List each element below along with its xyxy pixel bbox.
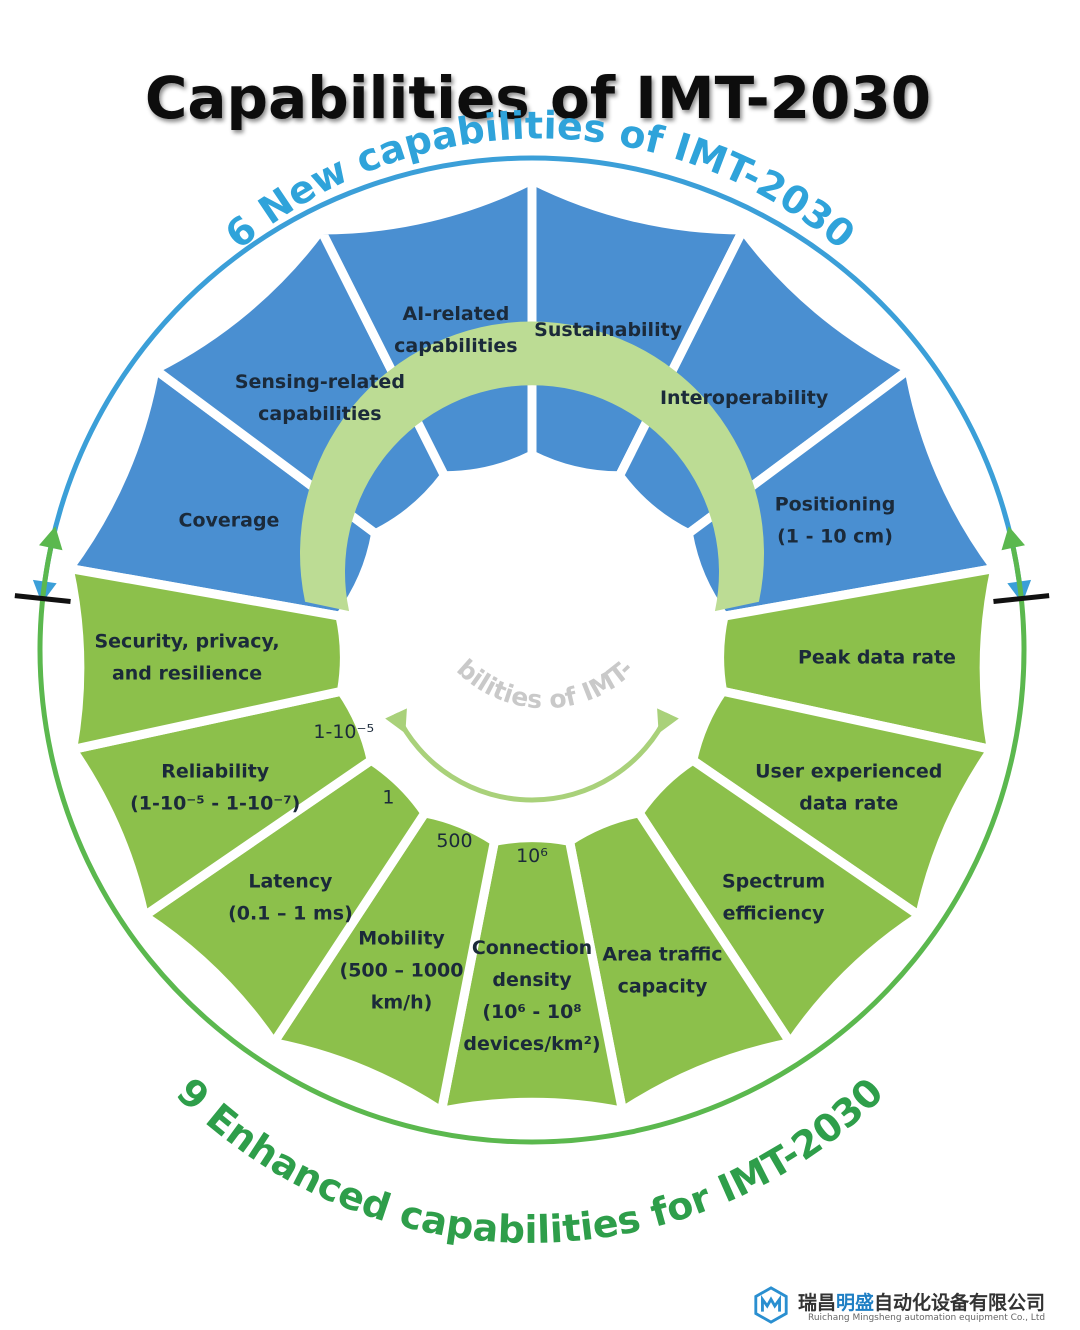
label-line: (1-10⁻⁵ - 1-10⁻⁷) [130,793,300,815]
imt-2020-value: 1-10⁻⁵ [313,721,374,743]
ring-divider [684,753,727,785]
label-line: Spectrum [722,870,825,892]
imt-2020-ring: 10⁶ 500 1 1-10⁻⁵ [300,321,764,881]
enhanced-capability-label: Security, privacy, and resilience [94,631,279,685]
imt-2020-value: 500 [436,830,472,852]
label-line: (500 – 1000 [340,959,464,981]
enhanced-capability-label: Spectrum efficiency [722,870,825,924]
company-logo-icon [754,1286,788,1324]
label-line: Mobility [358,927,445,949]
label-line: capacity [618,975,708,997]
label-line: Reliability [161,761,270,783]
label-line: density [492,969,572,991]
label-line: Area traffic [602,943,722,965]
new-capability-label: Sensing-related capabilities [235,371,405,425]
label-line: km/h) [371,991,433,1013]
page-title: Capabilities of IMT-2030 [145,64,931,132]
label-line: capabilities [258,403,381,425]
label-line: capabilities [394,335,517,357]
enhanced-capabilities-arc-line [37,547,1027,1145]
imt-2020-arc-line [393,712,671,803]
label-line: Peak data rate [798,647,956,669]
enhanced-capability-label: Peak data rate [798,647,956,669]
label-line: (0.1 – 1 ms) [228,902,353,924]
new-capabilities-arc-line [42,155,1022,582]
new-capability-label: Positioning (1 - 10 cm) [775,493,896,547]
company-name-highlight: 明盛 [836,1292,875,1314]
new-capability-label: Coverage [179,509,280,531]
separator-tick [993,593,1050,604]
label-line: Security, privacy, [94,631,279,653]
company-name-english: Ruichang Mingsheng automation equipment … [808,1313,1046,1323]
label-line: Interoperability [660,387,829,409]
label-line: (1 - 10 cm) [777,525,893,547]
company-name-prefix: 瑞昌 [798,1292,837,1314]
label-line: Positioning [775,493,896,515]
enhanced-capability-label: Area traffic capacity [602,943,722,997]
enhanced-capability-label: Latency (0.1 – 1 ms) [228,870,353,924]
enhanced-capabilities-arrow-right-icon [1001,526,1025,551]
new-capability-label: Interoperability [660,387,829,409]
label-line: Coverage [179,509,280,531]
enhanced-capability-label: Mobility (500 – 1000 km/h) [340,927,464,1013]
enhanced-capabilities-arrow-left-icon [39,526,63,551]
ring-divider [632,804,664,848]
enhanced-capability-label: User experienced data rate [755,761,942,815]
arc-arrows [14,155,1050,1145]
ring-divider [301,606,349,621]
label-line: Connection [472,937,592,959]
new-capability-label: Sustainability [534,319,683,341]
label-line: User experienced [755,761,942,783]
company-watermark: 瑞昌明盛自动化设备有限公司 Ruichang Mingsheng automat… [752,1284,1080,1330]
ring-divider [400,804,432,848]
enhanced-capability-label: Reliability (1-10⁻⁵ - 1-10⁻⁷) [130,761,300,815]
label-line: data rate [799,793,898,815]
ring-divider [565,832,581,881]
label-line: and resilience [112,663,262,685]
wheel-center [345,463,719,837]
company-name-suffix: 自动化设备有限公司 [874,1292,1046,1314]
separator-tick [14,593,71,604]
enhanced-capability-label: Connection density (10⁶ - 10⁸ devices/km²) [463,937,600,1055]
imt-2020-value: 1 [382,786,394,808]
ring-divider [337,753,380,785]
label-line: devices/km²) [463,1033,600,1055]
imt-2020-ring-band [300,321,764,612]
imt-2020-value: 10⁶ [516,845,548,867]
label-line: Sustainability [534,319,683,341]
company-name: 瑞昌明盛自动化设备有限公司 [798,1288,1045,1315]
label-line: (10⁶ - 10⁸ [482,1001,581,1023]
label-line: Latency [248,870,333,892]
new-capability-label: AI-related capabilities [394,303,517,357]
ring-divider [302,686,350,703]
imt-2020-arrow-left-icon [385,708,407,734]
ring-divider [714,686,762,703]
ring-divider [715,606,763,621]
label-line: Sensing-related [235,371,405,393]
label-line: efficiency [723,902,826,924]
label-line: AI-related [402,303,509,325]
enhanced-capability-wedge [63,562,349,756]
imt-2020-arrow-right-icon [657,708,679,734]
ring-divider [483,832,499,881]
